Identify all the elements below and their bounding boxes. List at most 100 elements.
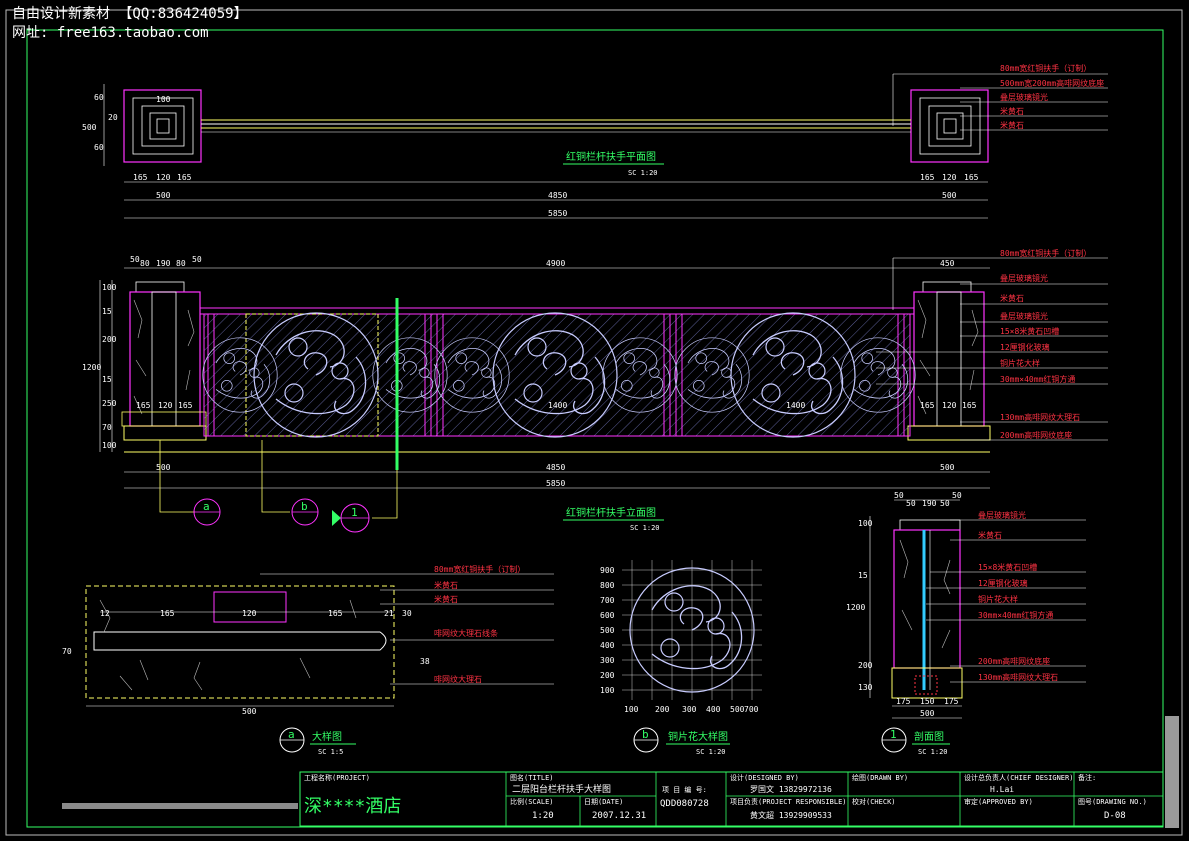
- plan-right-core: [928, 105, 972, 147]
- side-shadow: [1165, 716, 1179, 828]
- section-ann-2: 米黄石: [978, 530, 1002, 540]
- section-vdim-2: 15: [858, 571, 868, 580]
- plan-left-core3: [156, 118, 170, 134]
- callout-a-label: a: [203, 500, 210, 513]
- elev-ann-1: 80mm宽红铜扶手（订制）: [1000, 248, 1091, 258]
- callout-b[interactable]: b: [291, 498, 319, 526]
- plan-dim-r3: 165: [964, 173, 979, 182]
- elev-upright-5: [675, 313, 683, 437]
- elev-upright-6: [897, 313, 905, 437]
- detail-b-y4: 600: [600, 611, 615, 620]
- section-vdim-1: 100: [858, 519, 873, 528]
- elev-height: 1200: [82, 363, 101, 372]
- plan-view: 165 120 165 500 165 120 165 500 4850 585…: [82, 63, 1108, 219]
- callout-1[interactable]: 1: [332, 503, 370, 533]
- tb-title-label: 图名(TITLE): [510, 773, 554, 782]
- plan-title: 红铜栏杆扶手平面图: [566, 150, 656, 163]
- elev-right-marble-veins: [917, 299, 979, 415]
- detail-a-badge-label: a: [288, 728, 295, 741]
- tb-grid: [505, 772, 1163, 826]
- section-ann-5: 铜片花大样: [978, 594, 1018, 604]
- detail-b-y1: 900: [600, 566, 615, 575]
- tb-designed: 罗国文 13829972136: [750, 784, 832, 794]
- tb-project-label: 工程名称(PROJECT): [304, 773, 370, 782]
- elevation-view: 50 80 190 80 50 4900 450 4850 5850 500 5…: [82, 248, 1108, 533]
- section-leaders: [926, 519, 1086, 683]
- section-vdim-5: 130: [858, 683, 873, 692]
- elev-panel-label-1: 1400: [548, 401, 567, 410]
- elev-ann-9: 130mm高啡网纹大理石: [1000, 412, 1080, 422]
- tb-approved-label: 审定(APPROVED BY): [964, 797, 1033, 806]
- detail-a-handrail: [213, 591, 287, 623]
- detail-b-y8: 200: [600, 671, 615, 680]
- detail-b-y2: 800: [600, 581, 615, 590]
- section-bot-dim-1: 175: [896, 697, 911, 706]
- section-base-inner: [914, 675, 938, 695]
- elev-callout-leaders: [159, 440, 398, 519]
- detail-b-y7: 300: [600, 656, 615, 665]
- detail-a-vdim-2: 38: [420, 657, 430, 666]
- tb-manager-label: 项目负责(PROJECT RESPONSIBLE): [730, 797, 847, 806]
- section-title: 剖面图: [914, 730, 944, 743]
- elev-inner-5: 120: [942, 401, 957, 410]
- detail-b-x2: 200: [655, 705, 670, 714]
- elev-top-span: 4900: [546, 259, 565, 268]
- watermark-line-2: 网址: free163.taobao.com: [12, 25, 209, 41]
- elev-left-post-cap: [135, 281, 185, 293]
- section-ann-1: 叠层玻璃镜光: [978, 510, 1026, 520]
- tb-date: 2007.12.31: [592, 811, 646, 821]
- plan-ann-3: 叠层玻璃镜光: [1000, 92, 1048, 102]
- plan-right-core3: [943, 118, 957, 134]
- detail-a-dim-4: 500: [242, 707, 257, 716]
- section-veins: [899, 539, 951, 649]
- plan-ann-1: 80mm宽红铜扶手（订制）: [1000, 63, 1091, 73]
- tb-drawing-no-label: 图号(DRAWING NO.): [1078, 798, 1147, 806]
- elev-ann-2: 叠层玻璃镜光: [1000, 273, 1048, 283]
- tb-job-label: 项 目 编 号:: [662, 785, 707, 794]
- elev-right-post-cap: [922, 281, 972, 293]
- tb-chief-label: 设计总负责人(CHIEF DESIGNER): [964, 773, 1073, 782]
- elev-upright-4: [663, 313, 671, 437]
- elev-bot-right: 500: [940, 463, 955, 472]
- elev-bot-left: 500: [156, 463, 171, 472]
- section-base: [891, 667, 963, 699]
- tb-title: 二层阳台栏杆扶手大样图: [512, 783, 611, 795]
- elev-vdim-2: 15: [102, 307, 112, 316]
- callout-a[interactable]: a: [193, 498, 221, 526]
- elev-panel-label-2: 1400: [786, 401, 805, 410]
- elev-ann-10: 200mm高啡网纹底座: [1000, 430, 1072, 440]
- detail-b-y3: 700: [600, 596, 615, 605]
- section-ann-8: 130mm高啡网纹大理石: [978, 672, 1058, 682]
- watermark-line-1: 自由设计新素材 【QQ:836424059】: [12, 6, 248, 22]
- detail-b-y9: 100: [600, 686, 615, 695]
- detail-a-title: 大样图: [312, 730, 342, 743]
- elev-glass-panel: [203, 313, 911, 437]
- detail-b-view: 900 800 700 600 500 400 300 200 100 100 …: [600, 560, 762, 756]
- elev-inner-1: 165: [136, 401, 151, 410]
- tb-frame: [299, 771, 1164, 827]
- elev-vdim-1: 100: [102, 283, 117, 292]
- plan-annotation-leaders: [892, 73, 1108, 131]
- elevation-scale: SC 1:20: [630, 524, 660, 532]
- elev-annotation-leaders: [876, 257, 1108, 441]
- section-vdim-4: 200: [858, 661, 873, 670]
- detail-b-y6: 400: [600, 641, 615, 650]
- plan-left-post-inner: [132, 97, 194, 155]
- detail-a-ann-3: 米黄石: [434, 594, 458, 604]
- callout-b-label: b: [301, 500, 308, 513]
- detail-a-dim-1: 165: [160, 609, 175, 618]
- elev-ann-8: 30mm×40mm红铜方通: [1000, 374, 1075, 384]
- elev-ann-4: 叠层玻璃镜光: [1000, 311, 1048, 321]
- outer-border: [5, 9, 1183, 836]
- elev-top-dim-3: 190: [156, 259, 171, 268]
- plan-right-post: [910, 89, 989, 163]
- elev-inner-6: 165: [962, 401, 977, 410]
- elev-upright-1: [207, 313, 215, 437]
- detail-a-leaders: [260, 573, 554, 685]
- detail-a-frame: [85, 585, 395, 699]
- plan-dim-l1: 165: [133, 173, 148, 182]
- section-top-dim-3: 190: [922, 499, 937, 508]
- tb-job-no: QDD080728: [660, 799, 709, 809]
- section-top-dim-4: 50: [940, 499, 950, 508]
